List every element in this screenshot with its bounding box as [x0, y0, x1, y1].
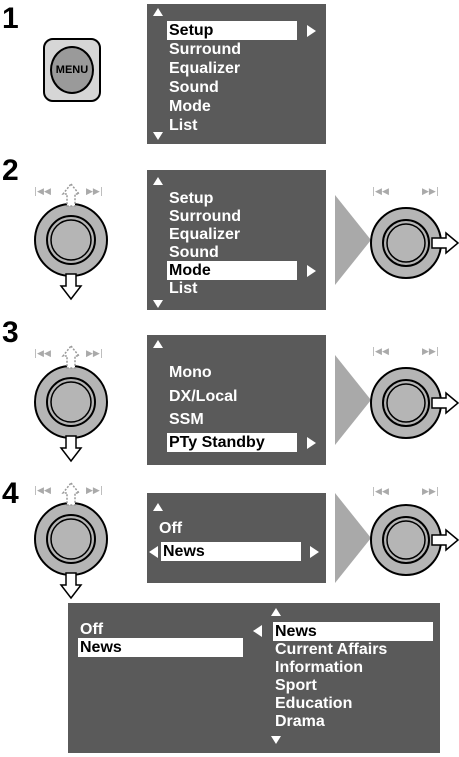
- menu-item-news[interactable]: News: [161, 542, 301, 561]
- control-dial-icon[interactable]: |◀◀ ▶▶|: [26, 176, 121, 301]
- scroll-up-icon: [153, 177, 163, 185]
- scroll-up-icon: [153, 503, 163, 511]
- svg-text:▶▶|: ▶▶|: [422, 487, 439, 497]
- menu-item-dx-local[interactable]: DX/Local: [169, 388, 238, 405]
- control-dial-right-icon[interactable]: |◀◀ ▶▶|: [366, 478, 459, 588]
- pty-item-information[interactable]: Information: [275, 659, 363, 676]
- menu-panel-main: Setup Surround Equalizer Sound Mode List: [147, 4, 326, 144]
- svg-text:|◀◀: |◀◀: [372, 187, 389, 197]
- menu-item-mode[interactable]: Mode: [167, 261, 297, 280]
- step-number-3: 3: [2, 316, 19, 349]
- next-step-arrow-icon: [335, 355, 371, 445]
- pty-item-current-affairs[interactable]: Current Affairs: [275, 641, 388, 658]
- svg-text:|◀◀: |◀◀: [372, 347, 389, 357]
- control-dial-icon[interactable]: |◀◀ ▶▶|: [26, 475, 121, 600]
- menu-item-setup[interactable]: Setup: [169, 190, 214, 207]
- menu-item-ssm[interactable]: SSM: [169, 411, 204, 428]
- submenu-arrow-icon: [307, 265, 316, 277]
- menu-item-pty-standby[interactable]: PTy Standby: [167, 433, 297, 452]
- menu-item-setup[interactable]: Setup: [167, 21, 297, 40]
- menu-item-list[interactable]: List: [169, 280, 198, 297]
- pty-item-education[interactable]: Education: [275, 695, 353, 712]
- scroll-down-icon: [153, 132, 163, 140]
- menu-item-mode[interactable]: Mode: [169, 98, 211, 115]
- control-dial-icon[interactable]: |◀◀ ▶▶|: [26, 338, 121, 463]
- step-number-4: 4: [2, 477, 19, 510]
- scroll-up-icon: [153, 8, 163, 16]
- control-dial-right-icon[interactable]: |◀◀ ▶▶|: [366, 178, 459, 288]
- menu-item-sound[interactable]: Sound: [169, 244, 219, 261]
- step-number-1: 1: [2, 2, 19, 35]
- menu-panel-mode-selected: Setup Surround Equalizer Sound Mode List: [147, 170, 326, 310]
- step-number-2: 2: [2, 154, 19, 187]
- pty-item-news[interactable]: News: [273, 622, 433, 641]
- svg-text:|◀◀: |◀◀: [34, 486, 51, 496]
- svg-text:▶▶|: ▶▶|: [86, 486, 103, 496]
- menu-button-label: MENU: [50, 46, 94, 94]
- submenu-arrow-icon: [307, 25, 316, 37]
- left-arrow-icon: [253, 625, 262, 637]
- menu-item-off[interactable]: Off: [80, 621, 104, 638]
- submenu-arrow-icon: [310, 546, 319, 558]
- menu-item-equalizer[interactable]: Equalizer: [169, 60, 241, 77]
- menu-item-sound[interactable]: Sound: [169, 79, 219, 96]
- menu-panel-program-types: Off News News Current Affairs Informatio…: [68, 603, 440, 753]
- svg-text:▶▶|: ▶▶|: [86, 187, 103, 197]
- scroll-up-icon: [153, 340, 163, 348]
- menu-panel-pty-standby: Off News: [147, 493, 326, 583]
- menu-item-equalizer[interactable]: Equalizer: [169, 226, 241, 243]
- scroll-down-icon: [271, 736, 281, 744]
- svg-text:|◀◀: |◀◀: [34, 187, 51, 197]
- left-arrow-icon: [149, 546, 158, 558]
- scroll-down-icon: [153, 300, 163, 308]
- next-step-arrow-icon: [335, 195, 371, 285]
- control-dial-right-icon[interactable]: |◀◀ ▶▶|: [366, 338, 459, 448]
- svg-text:|◀◀: |◀◀: [372, 487, 389, 497]
- pty-item-sport[interactable]: Sport: [275, 677, 317, 694]
- svg-text:▶▶|: ▶▶|: [422, 347, 439, 357]
- menu-item-list[interactable]: List: [169, 117, 198, 134]
- scroll-up-icon: [271, 608, 281, 616]
- menu-item-mono[interactable]: Mono: [169, 364, 212, 381]
- menu-panel-mode-options: Mono DX/Local SSM PTy Standby: [147, 335, 326, 465]
- svg-text:▶▶|: ▶▶|: [86, 349, 103, 359]
- menu-item-surround[interactable]: Surround: [169, 41, 241, 58]
- pty-item-drama[interactable]: Drama: [275, 713, 325, 730]
- menu-button[interactable]: MENU: [43, 38, 101, 102]
- submenu-arrow-icon: [307, 437, 316, 449]
- svg-text:|◀◀: |◀◀: [34, 349, 51, 359]
- menu-item-surround[interactable]: Surround: [169, 208, 241, 225]
- menu-item-news[interactable]: News: [78, 638, 243, 657]
- menu-item-off[interactable]: Off: [159, 520, 183, 537]
- svg-text:▶▶|: ▶▶|: [422, 187, 439, 197]
- next-step-arrow-icon: [335, 493, 371, 583]
